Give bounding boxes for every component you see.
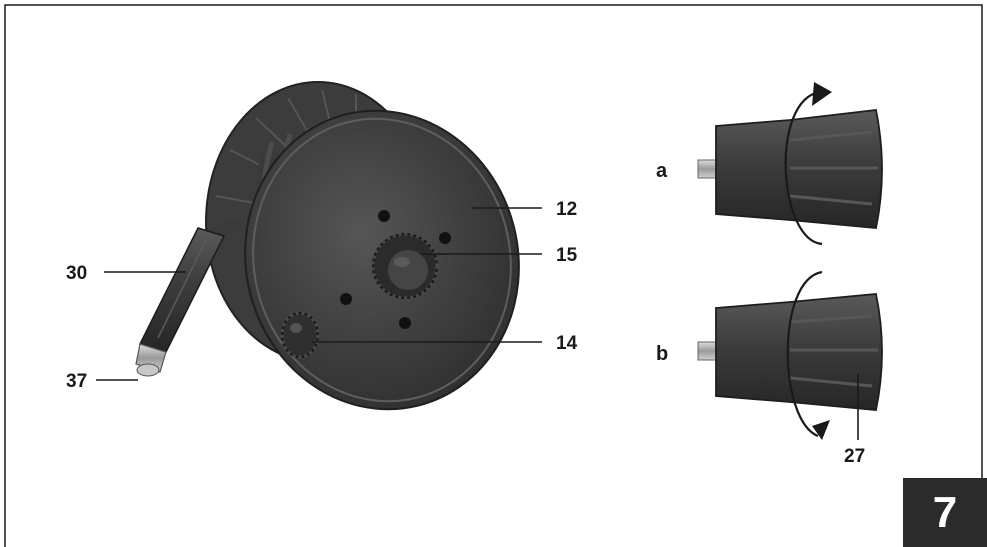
hose-connector xyxy=(138,227,226,353)
coupling-b-body xyxy=(715,293,883,411)
rotation-arrow-a xyxy=(784,90,823,246)
callout-12: 12 xyxy=(556,199,577,220)
subfigure-label-a: a xyxy=(656,160,668,182)
coupling-detail-a xyxy=(697,82,883,246)
mounting-hole xyxy=(439,232,451,244)
callout-14: 14 xyxy=(556,333,578,354)
figure-number: 7 xyxy=(932,487,958,537)
coupling-detail-b xyxy=(697,270,883,440)
mounting-hole xyxy=(378,210,390,222)
frame-border xyxy=(4,4,983,547)
mounting-hole xyxy=(340,293,352,305)
rotation-arrow-b xyxy=(786,270,823,438)
callout-30: 30 xyxy=(66,263,87,284)
hose-reel xyxy=(135,81,520,411)
handle-knob xyxy=(280,311,320,359)
callout-15: 15 xyxy=(556,245,578,266)
figure-number-badge: 7 xyxy=(903,478,987,547)
callout-37: 37 xyxy=(66,371,87,392)
drum-rim-highlight xyxy=(252,117,512,403)
arrowhead-b xyxy=(812,420,830,440)
crank-knob xyxy=(371,232,439,300)
connector-nipple xyxy=(135,343,167,377)
subfigure-label-b: b xyxy=(656,343,668,365)
mounting-hole xyxy=(399,317,411,329)
arrowhead-a xyxy=(812,82,832,106)
coupling-a-ridges xyxy=(789,130,878,206)
callout-27: 27 xyxy=(844,446,865,467)
